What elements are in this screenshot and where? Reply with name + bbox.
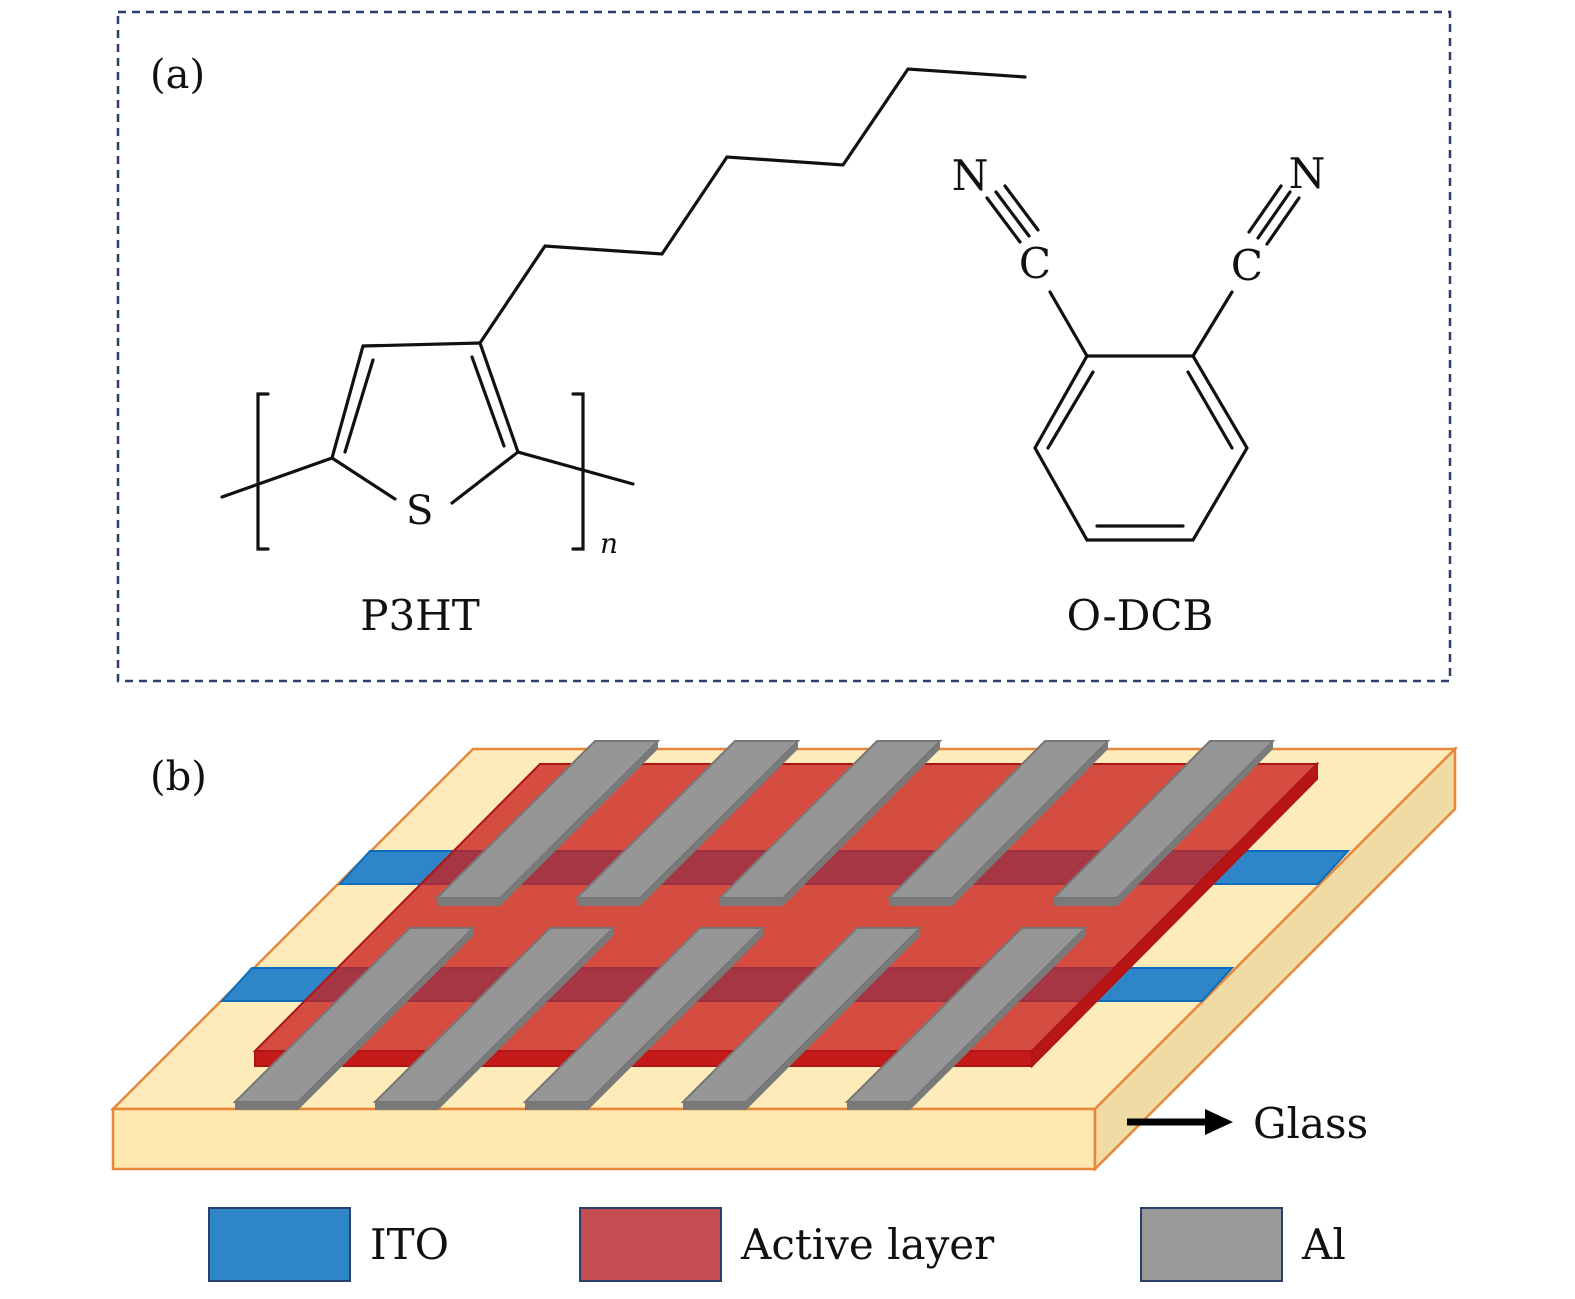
al-bar <box>844 927 1088 1103</box>
p3ht-label: P3HT <box>360 591 480 640</box>
legend-label-ito: ITO <box>370 1220 449 1269</box>
left-bracket <box>256 392 270 551</box>
al-bar <box>574 740 801 899</box>
panel-a-frame <box>116 10 1452 683</box>
odcb-label: O-DCB <box>1067 591 1214 640</box>
al-bar <box>680 927 923 1103</box>
p3ht-structure: S n P3HT <box>220 67 1027 640</box>
legend-swatch-ito <box>208 1207 351 1282</box>
al-bar <box>522 927 766 1103</box>
al-electrodes <box>232 740 1276 1110</box>
panel-b-label: (b) <box>150 754 207 800</box>
legend-label-al: Al <box>1301 1220 1346 1269</box>
active-layer-side <box>1031 761 1318 1069</box>
al-bar <box>717 740 943 899</box>
sulfur-atom: S <box>406 488 433 534</box>
carbon-left: C <box>1019 239 1051 288</box>
al-bar <box>232 927 476 1103</box>
arrow-right-icon <box>1205 1109 1233 1135</box>
legend: ITO Active layer Al <box>208 1207 1346 1282</box>
nitrogen-right: N <box>1289 149 1326 198</box>
nitrogen-left: N <box>952 151 989 200</box>
glass-label: Glass <box>1253 1099 1368 1148</box>
legend-label-active-layer: Active layer <box>740 1220 995 1269</box>
repeat-subscript: n <box>600 527 618 560</box>
al-bar <box>434 740 661 899</box>
al-bar <box>1051 740 1276 899</box>
glass-side <box>1093 745 1457 1173</box>
carbon-right: C <box>1231 241 1263 290</box>
legend-swatch-al <box>1140 1207 1283 1282</box>
al-bar <box>886 740 1111 899</box>
glass-front <box>111 1107 1097 1171</box>
panel-a-label: (a) <box>150 52 205 98</box>
al-bar <box>372 927 616 1103</box>
odcb-structure: C C N N O-DCB <box>952 149 1326 640</box>
right-bracket <box>571 392 585 551</box>
device-schematic: (b) Glass <box>109 740 1459 1173</box>
legend-swatch-active-layer <box>579 1207 722 1282</box>
